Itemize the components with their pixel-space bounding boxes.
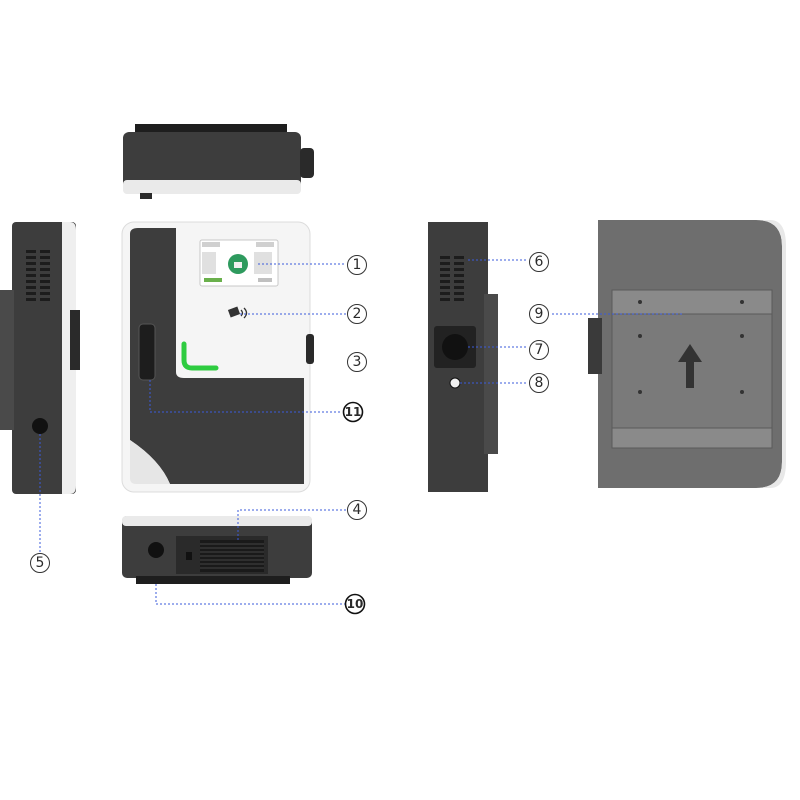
callout-8: 8 bbox=[528, 372, 550, 394]
circled-number-icon bbox=[529, 373, 549, 393]
charger-left-side bbox=[0, 222, 80, 494]
callout-11: 11 bbox=[342, 401, 364, 423]
callout-6: 6 bbox=[528, 251, 550, 273]
charger-back bbox=[588, 220, 786, 488]
circled-number-icon bbox=[347, 304, 367, 324]
cable-port-icon bbox=[32, 418, 48, 434]
circled-number-icon bbox=[30, 553, 50, 573]
callout-label: 9 bbox=[534, 306, 544, 322]
callout-label: 8 bbox=[534, 375, 544, 391]
charger-bottom bbox=[122, 516, 312, 584]
circled-number-icon bbox=[347, 352, 367, 372]
callout-label: 10 bbox=[346, 597, 364, 611]
connector-holder bbox=[138, 323, 156, 381]
callout-3: 3 bbox=[346, 351, 368, 373]
callout-4: 4 bbox=[346, 499, 368, 521]
charger-front bbox=[121, 221, 314, 493]
callout-2: 2 bbox=[346, 303, 368, 325]
callout-5: 5 bbox=[29, 552, 51, 574]
vent-grille-icon bbox=[26, 250, 50, 301]
circled-number-icon bbox=[529, 304, 549, 324]
charger-top bbox=[123, 124, 314, 199]
callout-1: 1 bbox=[346, 254, 368, 276]
callout-7: 7 bbox=[528, 339, 550, 361]
callout-label: 1 bbox=[352, 257, 362, 273]
callout-lines bbox=[39, 259, 684, 605]
callout-10: 10 bbox=[344, 593, 366, 615]
up-arrow-icon bbox=[678, 344, 702, 388]
callout-label: 11 bbox=[344, 405, 362, 419]
vent-grille-icon bbox=[200, 540, 264, 572]
callout-label: 2 bbox=[352, 306, 362, 322]
charger-right-side bbox=[428, 222, 498, 492]
circled-number-icon bbox=[347, 255, 367, 275]
callout-label: 6 bbox=[534, 254, 544, 270]
circled-number-icon bbox=[529, 252, 549, 272]
vent-grille-icon bbox=[440, 256, 464, 301]
callout-label: 7 bbox=[534, 342, 544, 358]
circled-number-icon bbox=[342, 401, 364, 423]
callout-9: 9 bbox=[528, 303, 550, 325]
callout-label: 4 bbox=[352, 502, 362, 518]
status-light-icon bbox=[181, 341, 219, 371]
display-screen bbox=[199, 239, 279, 287]
rfid-card-icon bbox=[227, 306, 248, 319]
callout-label: 5 bbox=[35, 555, 45, 571]
callout-label: 3 bbox=[352, 354, 362, 370]
circled-number-icon bbox=[529, 340, 549, 360]
circled-number-icon bbox=[344, 593, 366, 615]
circled-number-icon bbox=[347, 500, 367, 520]
